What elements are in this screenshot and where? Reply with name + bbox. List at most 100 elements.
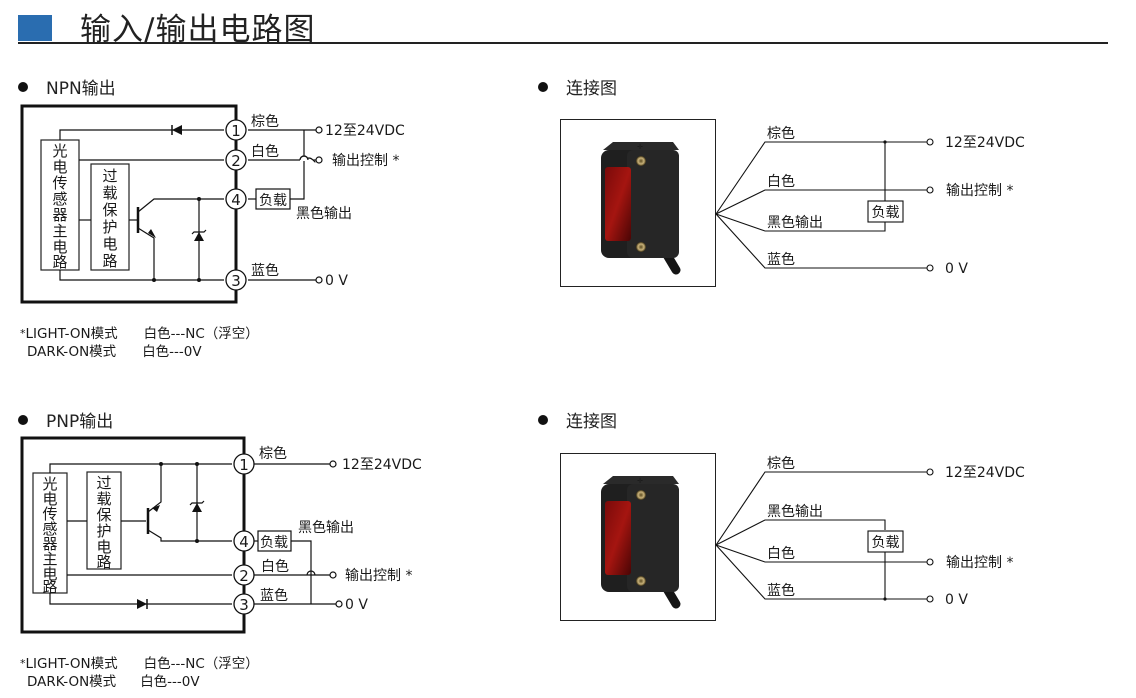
blue-wire-label: 蓝色 bbox=[767, 582, 795, 599]
protection-label: 过 载 保 护 电 路 bbox=[96, 474, 111, 571]
photoelectric-sensor-image bbox=[561, 120, 715, 286]
svg-text:传: 传 bbox=[52, 174, 67, 192]
terminal-icon bbox=[926, 264, 934, 272]
terminal-icon bbox=[926, 186, 934, 194]
svg-text:电: 电 bbox=[96, 538, 111, 556]
terminal-icon bbox=[926, 468, 934, 476]
svg-text:光: 光 bbox=[52, 142, 67, 160]
svg-text:4: 4 bbox=[239, 533, 249, 551]
pin-2: 2 bbox=[225, 149, 247, 171]
supply-terminal-label: 12至24VDC bbox=[325, 123, 405, 139]
terminal-icon bbox=[329, 571, 337, 579]
terminal-icon bbox=[926, 558, 934, 566]
supply-terminal-label: 12至24VDC bbox=[945, 135, 1025, 151]
svg-text:过: 过 bbox=[96, 474, 111, 492]
transistor-emitter-arrow bbox=[148, 229, 156, 238]
svg-text:1: 1 bbox=[239, 456, 249, 474]
svg-text:保: 保 bbox=[102, 201, 117, 219]
svg-text:电: 电 bbox=[42, 490, 57, 508]
title-accent-block bbox=[18, 15, 52, 41]
npn-circuit-diagram: 光 电 传 感 器 主 电 路 过 载 保 护 电 路 bbox=[20, 104, 405, 304]
white-wire-label: 白色 bbox=[767, 173, 795, 190]
svg-text:路: 路 bbox=[96, 553, 111, 571]
load-label: 负载 bbox=[872, 205, 900, 221]
load-label: 负载 bbox=[260, 535, 288, 551]
supply-terminal-label: 12至24VDC bbox=[945, 465, 1025, 481]
npn-sensor-photo-frame bbox=[560, 119, 716, 287]
black-wire-label: 黑色输出 bbox=[767, 214, 823, 231]
npn-connection-heading-text: 连接图 bbox=[566, 79, 617, 99]
light-on-mode-value: 白色---NC（浮空） bbox=[143, 656, 259, 672]
white-wire-label: 白色 bbox=[251, 143, 279, 160]
npn-mode-notes: *LIGHT-ON模式白色---NC（浮空） DARK-ON模式白色---0V bbox=[20, 326, 259, 360]
svg-text:光: 光 bbox=[42, 475, 57, 493]
white-wire-label: 白色 bbox=[767, 545, 795, 562]
diode-icon bbox=[172, 125, 182, 135]
control-terminal-label: 输出控制 * bbox=[946, 555, 1013, 571]
dark-on-mode-label: DARK-ON模式 bbox=[27, 674, 117, 690]
svg-text:电: 电 bbox=[102, 235, 117, 253]
blue-wire-label: 蓝色 bbox=[251, 262, 279, 279]
black-wire-label: 黑色输出 bbox=[767, 503, 823, 520]
svg-text:电: 电 bbox=[42, 565, 57, 583]
transistor-emitter-arrow bbox=[152, 505, 160, 512]
pnp-circuit-diagram: 光 电 传 感 器 主 电 路 过 载 保 护 电 路 1 4 bbox=[20, 436, 422, 634]
photoelectric-sensor-image bbox=[561, 454, 715, 620]
pnp-heading-text: PNP输出 bbox=[46, 412, 114, 432]
load-label: 负载 bbox=[872, 535, 900, 551]
zero-terminal-label: 0 V bbox=[945, 261, 968, 277]
svg-text:载: 载 bbox=[102, 184, 117, 202]
pin-3: 3 bbox=[225, 269, 247, 291]
svg-text:感: 感 bbox=[52, 190, 67, 208]
pin-4: 4 bbox=[225, 188, 247, 210]
protection-label: 过 载 保 护 电 路 bbox=[102, 167, 117, 270]
zero-terminal-label: 0 V bbox=[945, 592, 968, 608]
bullet-icon bbox=[18, 415, 28, 425]
svg-text:感: 感 bbox=[42, 520, 57, 538]
pin-1: 1 bbox=[233, 453, 255, 475]
pin-1: 1 bbox=[225, 119, 247, 141]
black-wire-label: 黑色输出 bbox=[298, 519, 354, 536]
terminal-icon bbox=[329, 460, 337, 468]
bullet-icon bbox=[18, 82, 28, 92]
pin-2: 2 bbox=[233, 564, 255, 586]
control-terminal-label: 输出控制 * bbox=[946, 183, 1013, 199]
svg-text:保: 保 bbox=[96, 506, 111, 524]
dark-on-mode-value: 白色---0V bbox=[142, 344, 202, 360]
brown-wire-label: 棕色 bbox=[767, 125, 795, 142]
blue-wire-label: 蓝色 bbox=[260, 587, 288, 604]
terminal-icon bbox=[315, 126, 323, 134]
light-on-mode-label: LIGHT-ON模式 bbox=[25, 656, 118, 672]
brown-wire-label: 棕色 bbox=[251, 113, 279, 130]
dark-on-mode-value: 白色---0V bbox=[140, 674, 200, 690]
svg-text:过: 过 bbox=[102, 167, 117, 185]
main-circuit-label: 光 电 传 感 器 主 电 路 bbox=[42, 475, 57, 596]
blue-wire-label: 蓝色 bbox=[767, 251, 795, 268]
svg-text:主: 主 bbox=[42, 550, 57, 568]
dark-on-mode-label: DARK-ON模式 bbox=[27, 344, 117, 360]
svg-text:路: 路 bbox=[102, 252, 117, 270]
bullet-icon bbox=[538, 82, 548, 92]
brown-wire-label: 棕色 bbox=[259, 445, 287, 462]
protection-circuit-box bbox=[90, 163, 130, 271]
svg-text:2: 2 bbox=[239, 567, 249, 585]
svg-text:路: 路 bbox=[52, 253, 67, 271]
pin-3: 3 bbox=[233, 593, 255, 615]
svg-text:1: 1 bbox=[231, 122, 241, 140]
pnp-connection-diagram: 负载 棕色 黑色输出 白色 蓝色 12至24VDC 输出控制 * 0 V bbox=[715, 455, 1025, 608]
svg-text:护: 护 bbox=[96, 522, 111, 540]
svg-text:3: 3 bbox=[231, 272, 241, 290]
pin-4: 4 bbox=[233, 530, 255, 552]
terminal-icon bbox=[926, 595, 934, 603]
diode-icon bbox=[137, 599, 147, 609]
svg-text:4: 4 bbox=[231, 191, 241, 209]
svg-text:器: 器 bbox=[42, 535, 57, 553]
main-circuit-label: 光 电 传 感 器 主 电 路 bbox=[52, 142, 67, 271]
zero-terminal-label: 0 V bbox=[345, 597, 368, 613]
supply-terminal-label: 12至24VDC bbox=[342, 457, 422, 473]
npn-heading: NPN输出 bbox=[18, 74, 116, 99]
npn-connection-heading: 连接图 bbox=[538, 74, 617, 99]
npn-connection-diagram: 负载 棕色 白色 黑色输出 蓝色 12至24VDC 输出控制 * 0 V bbox=[715, 125, 1025, 277]
load-box bbox=[867, 530, 904, 553]
white-wire-label: 白色 bbox=[261, 558, 289, 575]
